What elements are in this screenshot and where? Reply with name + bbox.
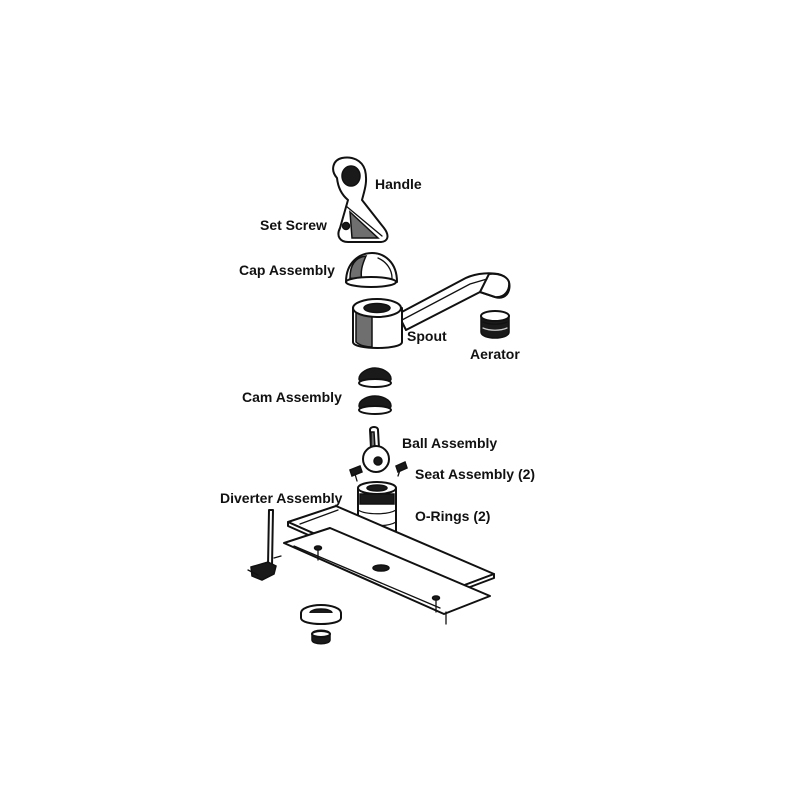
cap-assembly-part — [345, 252, 398, 288]
handle-part — [332, 156, 389, 243]
cam-assembly-label: Cam Assembly — [242, 389, 342, 405]
seat-assembly-part — [349, 460, 408, 482]
diverter-assembly-label: Diverter Assembly — [220, 490, 343, 506]
ball-assembly-part — [362, 426, 390, 473]
set-screw-part — [341, 221, 351, 231]
set-screw-label: Set Screw — [260, 217, 327, 233]
seat-assembly-label: Seat Assembly (2) — [415, 466, 536, 482]
o-rings-label: O-Rings (2) — [415, 508, 491, 524]
spout-part — [352, 272, 511, 349]
mounting-washer-part — [300, 604, 342, 645]
handle-label: Handle — [375, 176, 422, 192]
cam-assembly-part — [358, 367, 392, 415]
escutcheon-plate-part — [283, 505, 495, 625]
diverter-assembly-part — [247, 509, 282, 581]
aerator-part — [480, 310, 510, 339]
aerator-label: Aerator — [470, 346, 520, 362]
cap-assembly-label: Cap Assembly — [239, 262, 335, 278]
ball-assembly-label: Ball Assembly — [402, 435, 498, 451]
spout-label: Spout — [407, 328, 447, 344]
